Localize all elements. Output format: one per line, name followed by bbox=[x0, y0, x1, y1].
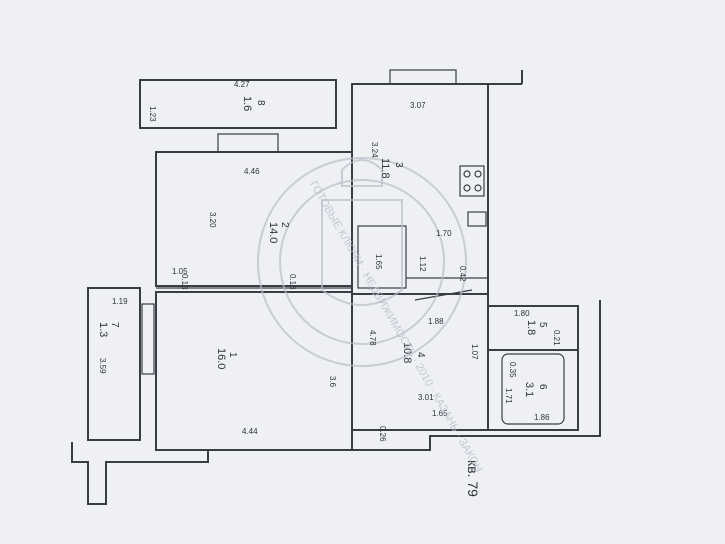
room-2-window bbox=[217, 133, 279, 153]
room-7-area: 1.3 bbox=[97, 322, 109, 337]
bottom-outline bbox=[71, 300, 601, 505]
dim-1-07: 1.07 bbox=[470, 344, 479, 360]
dim-1-71: 1.71 bbox=[504, 388, 513, 404]
dim-3-20: 3.20 bbox=[208, 212, 217, 228]
dim-0-21: 0.21 bbox=[552, 330, 561, 346]
watermark-shield bbox=[321, 199, 403, 306]
watermark-outer-ring bbox=[257, 157, 467, 367]
dim-1-80: 1.80 bbox=[514, 309, 530, 318]
dim-3-24: 3.24 bbox=[370, 142, 379, 158]
room-8-area: 1.6 bbox=[241, 96, 253, 111]
room-2-area: 14.0 bbox=[267, 222, 279, 243]
room-1-number: 1 bbox=[227, 352, 238, 358]
dim-1-19: 1.19 bbox=[112, 297, 128, 306]
dim-1-65-a: 1.65 bbox=[374, 254, 383, 270]
room-3-area: 11.8 bbox=[379, 158, 391, 179]
dim-4-27: 4.27 bbox=[234, 80, 250, 89]
stove-burner-3 bbox=[463, 184, 471, 192]
room-1-window bbox=[141, 303, 155, 375]
apartment-label: кв. 79 bbox=[465, 460, 481, 497]
closet-outline bbox=[357, 225, 407, 289]
room-4-number: 4 bbox=[415, 352, 426, 358]
room-7-number: 7 bbox=[109, 322, 120, 328]
room-3-number: 3 bbox=[393, 162, 404, 168]
dim-3-6: 3.6 bbox=[328, 376, 337, 388]
stove-burner-2 bbox=[474, 170, 482, 178]
bathtub bbox=[501, 353, 565, 425]
loggia-7-outline bbox=[87, 287, 141, 441]
room-1-area: 16.0 bbox=[215, 348, 227, 369]
room-8-number: 8 bbox=[255, 100, 266, 106]
dim-0-26: 0.26 bbox=[378, 426, 387, 442]
dim-0-42: 0.42 bbox=[458, 266, 467, 282]
stove-burner-1 bbox=[463, 170, 471, 178]
dim-1-23: 1.23 bbox=[148, 106, 157, 122]
dim-4-78: 4.78 bbox=[368, 330, 377, 346]
stove bbox=[459, 165, 485, 197]
watermark-seal bbox=[257, 157, 467, 367]
room-4-area: 10.8 bbox=[401, 342, 413, 363]
kitchen-window bbox=[389, 69, 457, 85]
room-5-number: 5 bbox=[537, 322, 548, 328]
dim-0-13-a: 0.13 bbox=[180, 274, 189, 290]
dim-1-05: 1.05 bbox=[172, 267, 188, 276]
corridor-line bbox=[406, 277, 489, 296]
watermark-crown bbox=[341, 159, 383, 187]
dim-1-65-b: 1.65 bbox=[432, 409, 448, 418]
dim-1-70: 1.70 bbox=[436, 229, 452, 238]
dim-3-01: 3.01 bbox=[418, 393, 434, 402]
dim-1-86: 1.86 bbox=[534, 413, 550, 422]
walls bbox=[71, 69, 601, 505]
dim-1-12: 1.12 bbox=[418, 256, 427, 272]
stove-burner-4 bbox=[474, 184, 482, 192]
dim-1-88: 1.88 bbox=[428, 317, 444, 326]
room-5-area: 1.8 bbox=[525, 320, 537, 335]
sink bbox=[467, 211, 487, 227]
room-2-number: 2 bbox=[279, 222, 290, 228]
watermark-inner-ring bbox=[279, 179, 445, 345]
dim-0-13-b: 0.13 bbox=[288, 274, 297, 290]
dim-4-46: 4.46 bbox=[244, 167, 260, 176]
dim-0-35: 0.35 bbox=[508, 362, 517, 378]
dim-3-07: 3.07 bbox=[410, 101, 426, 110]
room-6-outline bbox=[487, 349, 579, 431]
room-6-number: 6 bbox=[537, 384, 548, 390]
dim-3-59: 3.59 bbox=[98, 358, 107, 374]
dim-4-44: 4.44 bbox=[242, 427, 258, 436]
room-6-area: 3.1 bbox=[523, 382, 535, 397]
balcony-8-outline bbox=[139, 79, 337, 129]
